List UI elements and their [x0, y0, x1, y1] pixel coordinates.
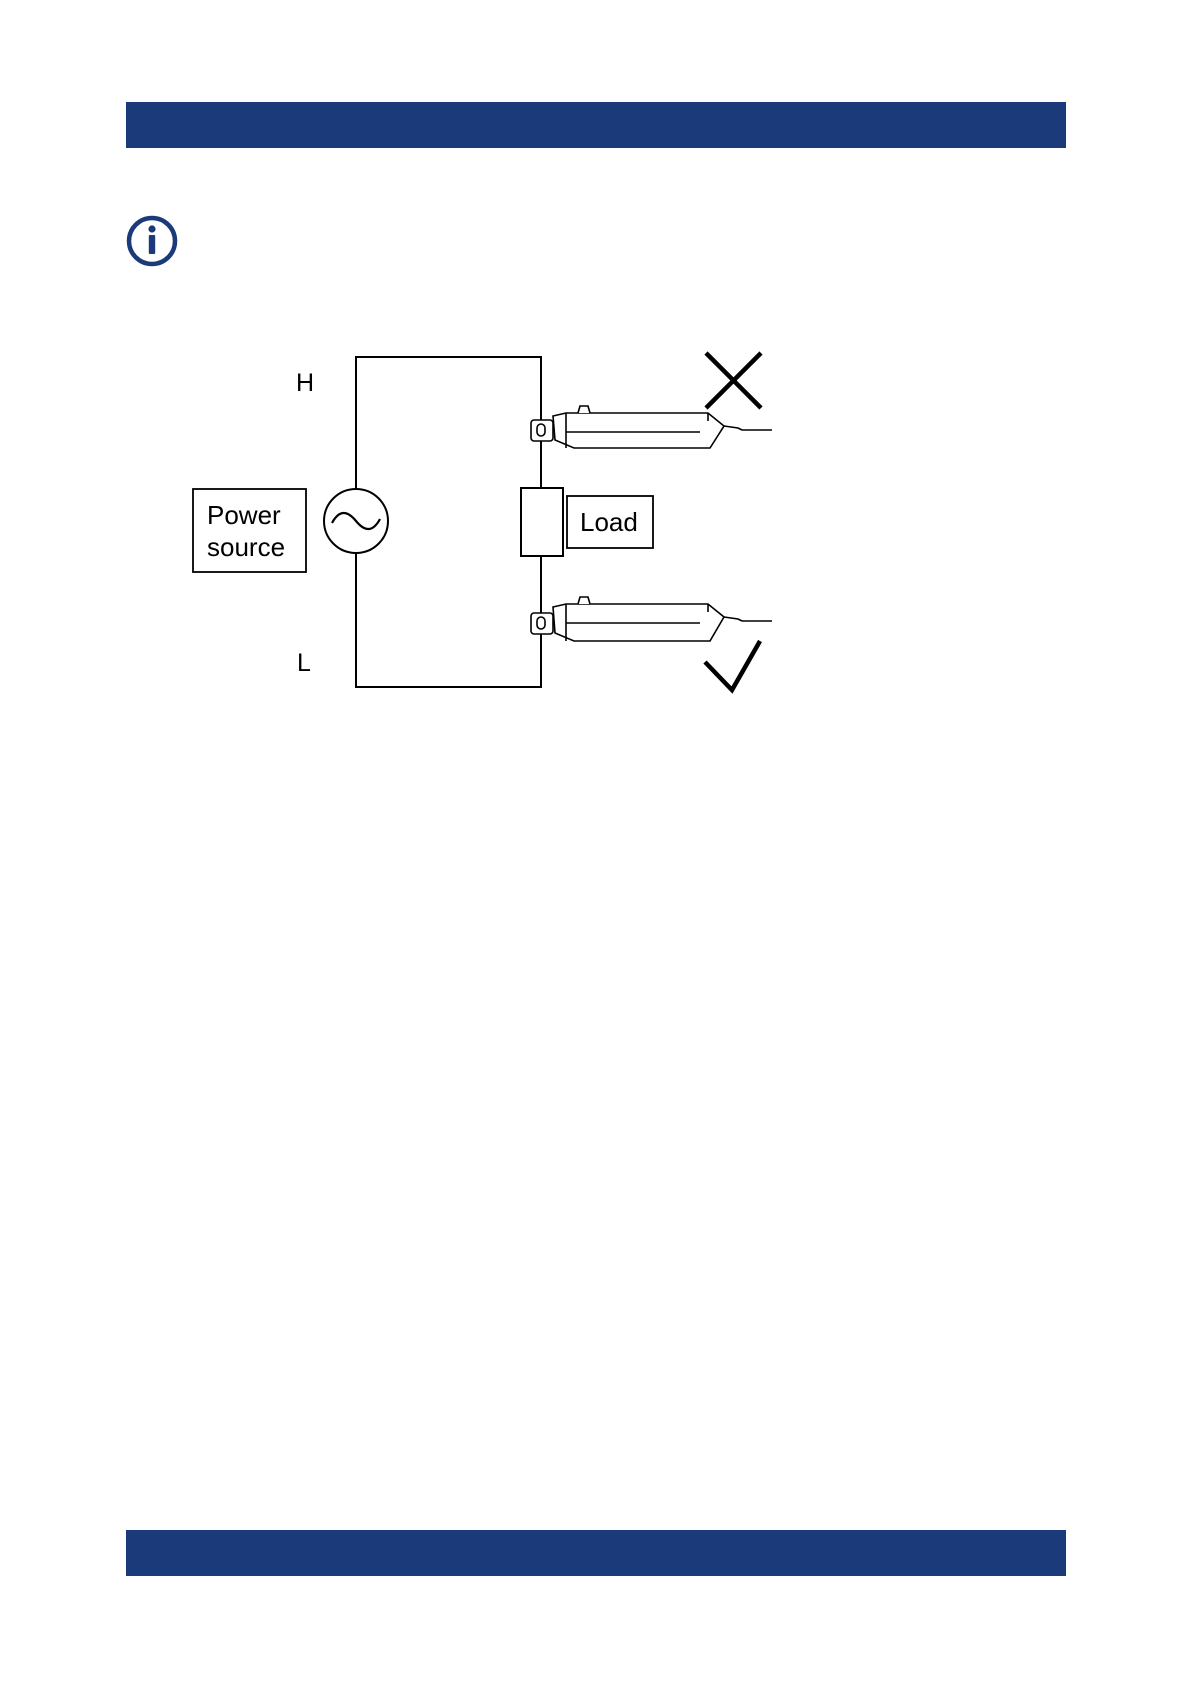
wire-bottom — [356, 552, 541, 687]
check-mark-icon — [705, 641, 760, 690]
ac-sine-source-icon — [324, 489, 388, 553]
load-element — [521, 488, 563, 556]
footer-bar — [126, 1530, 1066, 1576]
load-label: Load — [580, 507, 638, 537]
current-probe-clamp-icon — [531, 597, 772, 641]
label-h: H — [296, 369, 314, 397]
power-source-label-line1: Power — [207, 500, 281, 530]
current-probe-clamp-icon — [531, 406, 772, 448]
label-l: L — [297, 649, 311, 677]
cross-mark-icon — [706, 353, 761, 408]
power-source-label-line2: source — [207, 532, 285, 562]
wire-top — [356, 357, 541, 488]
